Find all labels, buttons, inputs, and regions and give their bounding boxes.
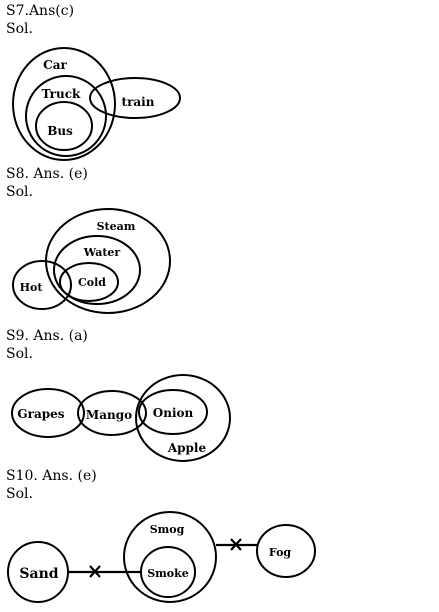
circle-water bbox=[53, 235, 141, 305]
answer-heading: S9. Ans. (a) bbox=[6, 328, 88, 344]
label-water: Water bbox=[83, 246, 121, 259]
label-apple: Apple bbox=[167, 441, 207, 455]
sol-label: Sol. bbox=[6, 486, 33, 502]
answer-heading: S8. Ans. (e) bbox=[6, 166, 88, 182]
circle-bus bbox=[35, 101, 93, 151]
label-grapes: Grapes bbox=[17, 407, 64, 421]
circle-fog bbox=[256, 524, 316, 578]
venn-diagram-s8: Steam Water Cold Hot bbox=[12, 208, 171, 314]
circle-car bbox=[12, 47, 116, 161]
label-bus: Bus bbox=[47, 124, 73, 138]
circle-hot bbox=[12, 260, 72, 310]
circle-grapes bbox=[11, 388, 85, 438]
venn-diagram-s9: Grapes Mango Onion Apple bbox=[11, 374, 231, 462]
cross-icon bbox=[89, 565, 101, 578]
label-smoke: Smoke bbox=[147, 567, 189, 580]
label-train: train bbox=[122, 95, 155, 109]
circle-apple bbox=[135, 374, 231, 462]
circle-cold bbox=[59, 262, 119, 302]
label-truck: Truck bbox=[42, 87, 81, 101]
circle-train bbox=[89, 77, 181, 119]
sol-label: Sol. bbox=[6, 21, 33, 37]
label-hot: Hot bbox=[20, 281, 44, 294]
circle-onion bbox=[138, 389, 208, 435]
cross-icon bbox=[230, 538, 242, 551]
label-mango: Mango bbox=[86, 408, 132, 422]
circle-mango bbox=[77, 390, 147, 436]
circle-smog bbox=[123, 511, 217, 603]
label-car: Car bbox=[43, 58, 67, 72]
venn-diagram-s7: Car Truck Bus train bbox=[12, 47, 181, 161]
circle-truck bbox=[25, 75, 107, 157]
venn-diagram-s10: Smog Smoke Sand Fog bbox=[7, 511, 316, 603]
sol-label: Sol. bbox=[6, 184, 33, 200]
label-smog: Smog bbox=[150, 523, 185, 536]
label-steam: Steam bbox=[97, 220, 136, 233]
sol-label: Sol. bbox=[6, 346, 33, 362]
label-cold: Cold bbox=[78, 276, 106, 289]
answer-heading: S7.Ans(c) bbox=[6, 3, 75, 19]
label-fog: Fog bbox=[269, 546, 292, 559]
label-sand: Sand bbox=[19, 566, 58, 582]
label-onion: Onion bbox=[153, 406, 194, 420]
answer-heading: S10. Ans. (e) bbox=[6, 468, 97, 484]
